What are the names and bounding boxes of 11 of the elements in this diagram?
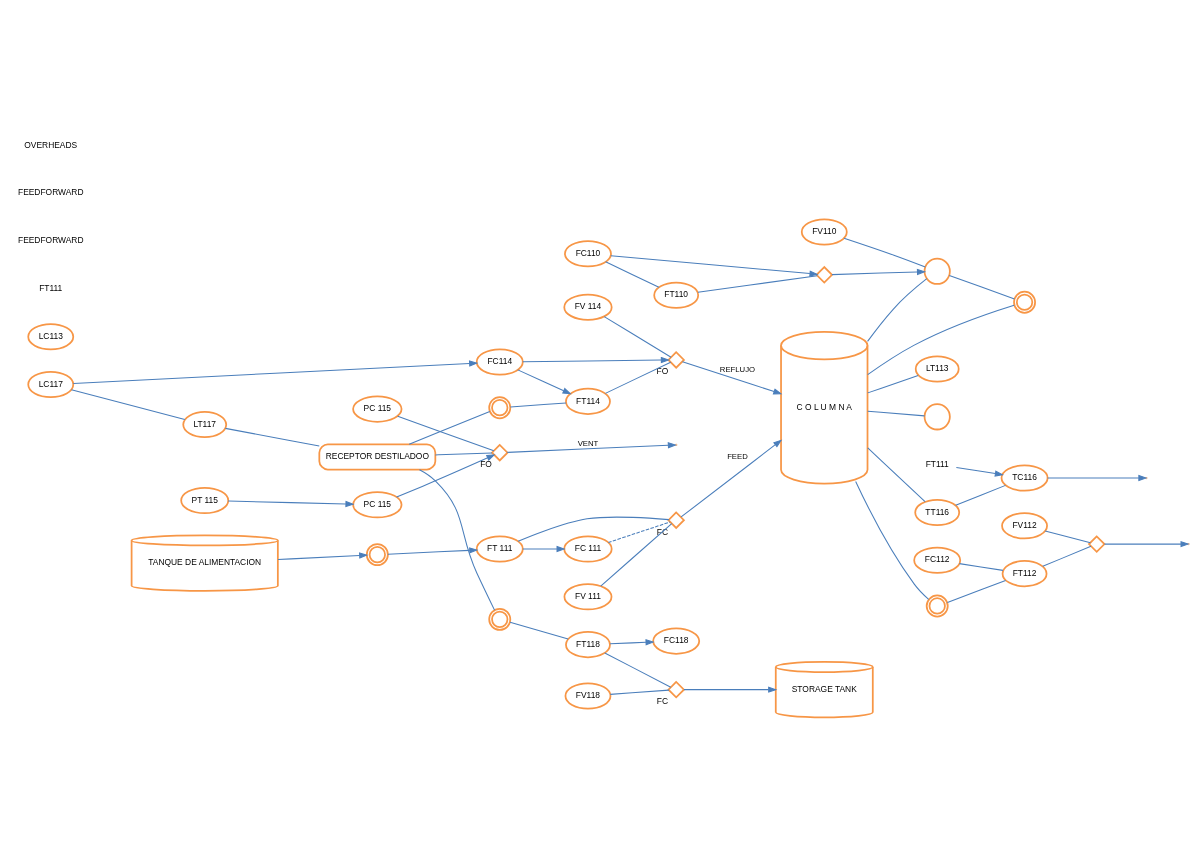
node-text: FT111 bbox=[925, 458, 949, 469]
label: OVERHEADS bbox=[24, 139, 78, 150]
label: FEEDFORWARD bbox=[18, 234, 84, 245]
edge-label: VENT bbox=[577, 438, 599, 448]
edge-label: REFLUJO bbox=[719, 364, 756, 374]
node-label: FO bbox=[656, 365, 669, 376]
label: FT111 bbox=[39, 282, 63, 293]
node-label: FO bbox=[480, 458, 492, 469]
edge-label: FEED bbox=[727, 451, 748, 461]
label: FEEDFORWARD bbox=[18, 186, 84, 197]
node-label: FC bbox=[656, 695, 669, 706]
